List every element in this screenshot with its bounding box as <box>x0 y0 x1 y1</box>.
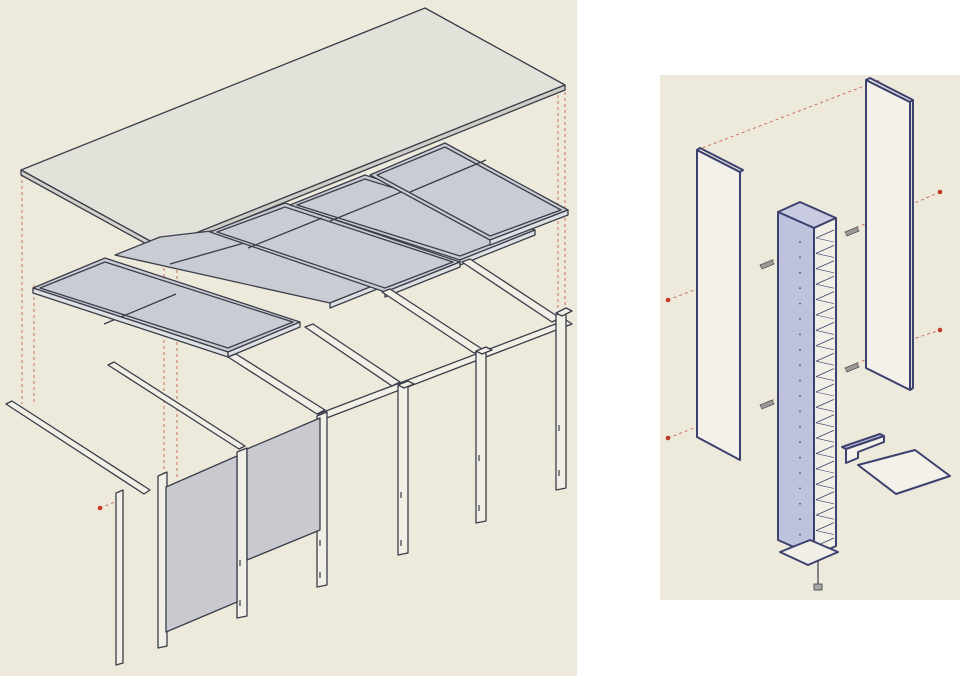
screw-dot <box>799 302 801 305</box>
shelf-divider <box>815 506 835 516</box>
shelf-divider <box>815 429 835 439</box>
tray-element <box>841 433 951 495</box>
shelving-column <box>777 201 839 591</box>
shelf-diagonal <box>815 422 835 428</box>
shelf-diagonal <box>815 407 835 412</box>
shelf-divider <box>815 306 835 316</box>
screw-dot <box>799 379 801 382</box>
screw-dot <box>799 241 801 243</box>
shelf-diagonal <box>815 314 835 320</box>
shelf-divider <box>815 245 835 254</box>
screw-dot <box>799 333 801 336</box>
shelf-diagonal <box>815 268 835 274</box>
shelf-divider <box>815 476 835 485</box>
shelf-diagonal <box>815 376 835 381</box>
screw-dot <box>799 518 801 521</box>
shelf-divider <box>815 291 835 300</box>
shelf-diagonal <box>815 283 835 289</box>
shelf-divider <box>815 460 835 470</box>
screw-dot <box>799 456 801 459</box>
screw-dot <box>799 425 801 428</box>
shelf-divider <box>815 414 835 424</box>
shelf-divider <box>815 229 835 239</box>
guide-dot-left <box>97 505 103 511</box>
shelf-diagonal <box>815 453 835 458</box>
shelf-diagonal <box>815 514 835 520</box>
shelf-divider <box>815 275 835 285</box>
left-panel-pavilion <box>0 0 577 676</box>
screw-dot <box>799 441 801 444</box>
shelf-diagonal <box>815 530 835 535</box>
roof-slab <box>20 7 566 253</box>
screw-dot <box>799 318 801 320</box>
connector-pins <box>759 226 860 410</box>
screw-dot <box>799 533 801 536</box>
shelf-divider <box>815 522 835 531</box>
screw-dot <box>799 348 801 351</box>
shelf-divider <box>815 445 835 454</box>
screw-dot <box>799 287 801 290</box>
shelf-divider <box>815 337 835 347</box>
wall-panels <box>165 417 321 633</box>
guide-dots-right <box>665 189 943 441</box>
shelf-divider <box>815 383 835 393</box>
screw-dot <box>799 271 801 274</box>
shelf-diagonal <box>815 499 835 505</box>
column-joints <box>239 425 560 606</box>
screw-dot <box>799 502 801 505</box>
shelf-divider <box>815 260 835 270</box>
shelf-diagonal <box>815 468 835 474</box>
shelf-divider <box>815 399 835 408</box>
shelf-dividers <box>799 229 835 551</box>
shelf-diagonal <box>815 299 835 304</box>
screw-dot <box>799 487 801 490</box>
side-board-right <box>865 77 914 391</box>
shelf-divider <box>815 491 835 501</box>
side-board-left <box>696 147 744 461</box>
shelf-diagonal <box>815 345 835 351</box>
columns <box>115 307 573 666</box>
shelf-diagonal <box>815 391 835 397</box>
screw-dot <box>799 256 801 259</box>
screw-dot <box>799 472 801 474</box>
screw-dot <box>799 410 801 413</box>
shelf-diagonal <box>815 484 835 489</box>
shelf-divider <box>815 368 835 377</box>
shelf-diagonal <box>815 330 835 335</box>
shelf-diagonal <box>815 360 835 366</box>
shelf-diagonal <box>815 253 835 258</box>
screw-dot <box>799 395 801 397</box>
roof-beams <box>5 258 573 495</box>
shelf-divider <box>815 322 835 331</box>
glazed-roof-panels <box>32 142 569 358</box>
right-panel-cabinet <box>660 75 960 600</box>
shelf-diagonal <box>815 237 835 243</box>
shelf-divider <box>815 352 835 362</box>
shelf-diagonal <box>815 437 835 443</box>
screw-dot <box>799 364 801 367</box>
